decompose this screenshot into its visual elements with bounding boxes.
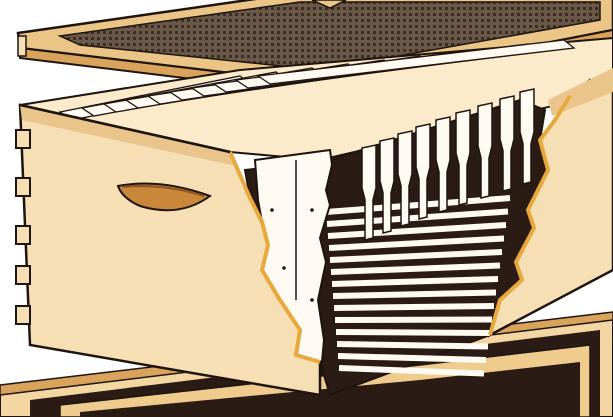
foundation-stripe bbox=[334, 306, 494, 308]
foundation-stripe bbox=[335, 320, 492, 321]
foundation-stripe bbox=[337, 344, 488, 347]
foundation-stripe bbox=[338, 356, 486, 360]
foundation-stripe bbox=[336, 332, 490, 333]
foundation-stripe bbox=[333, 293, 496, 297]
